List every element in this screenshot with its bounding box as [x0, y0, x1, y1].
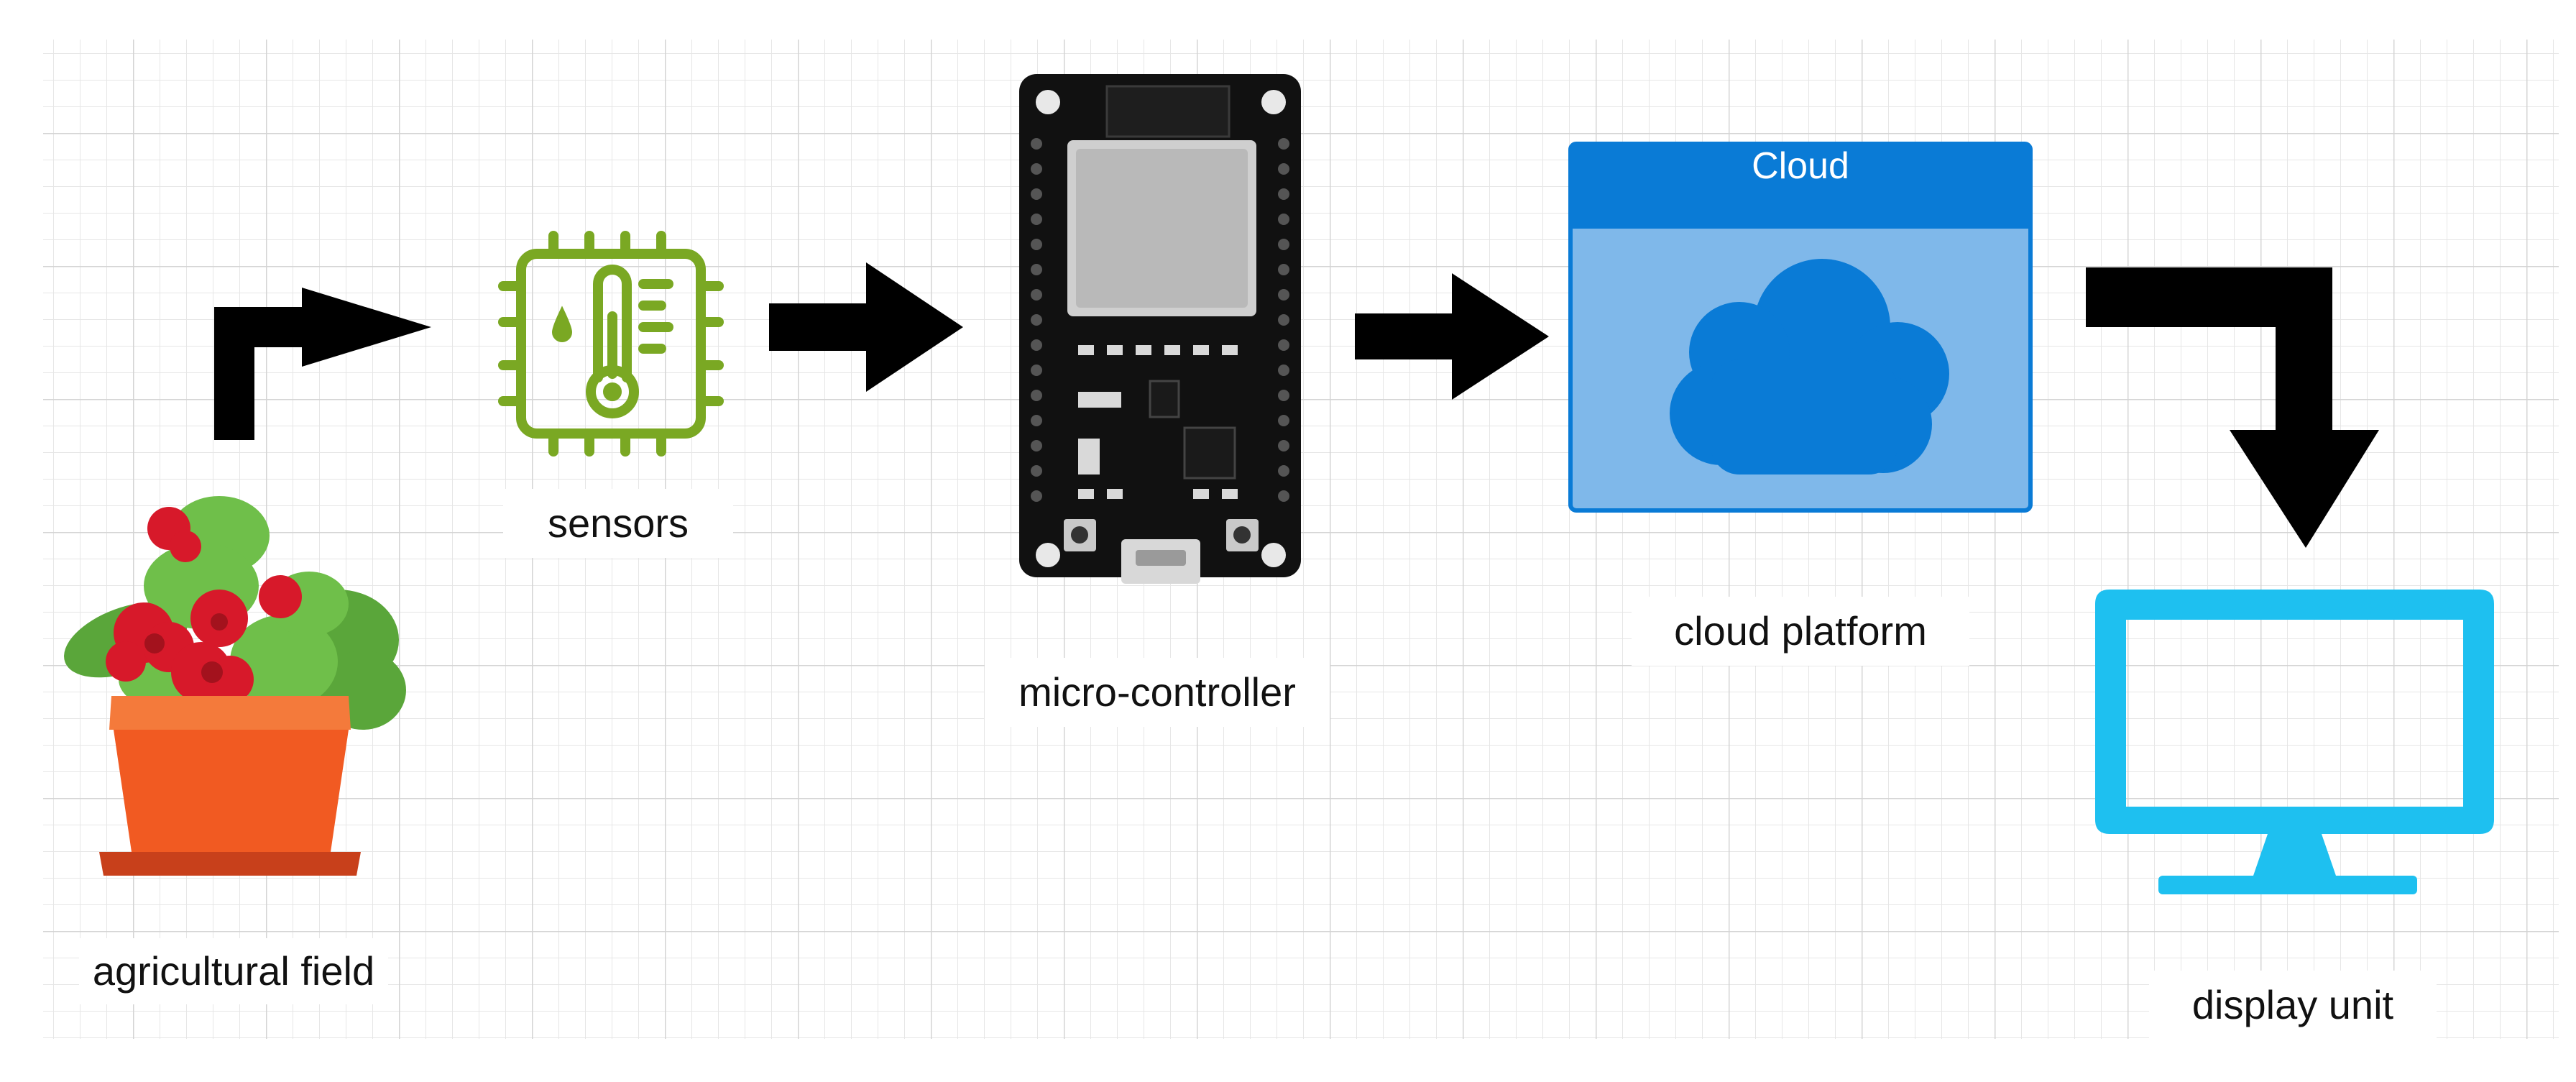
node-label-display-unit: display unit: [2149, 971, 2437, 1040]
edge-field-to-sensors: [214, 288, 431, 440]
cloud-platform-panel: Cloud: [1568, 142, 2033, 513]
bent-arrow-icon: [214, 288, 431, 440]
cloud-panel-title: Cloud: [1752, 145, 1849, 187]
edge-cloud-to-display: [2086, 267, 2379, 548]
edge-sensors-to-mcu: [769, 262, 963, 392]
node-label-sensors: sensors: [503, 489, 733, 558]
edge-mcu-to-cloud: [1355, 273, 1549, 400]
flower-pot-icon: [64, 496, 406, 876]
right-arrow-icon: [1355, 273, 1549, 400]
temperature-sensor-chip-icon: [498, 231, 724, 457]
right-arrow-icon: [769, 262, 963, 392]
node-label-micro-controller: micro-controller: [985, 658, 1330, 727]
esp32-board-icon: [1019, 74, 1301, 584]
monitor-icon: [2095, 590, 2494, 894]
bent-down-arrow-icon: [2086, 267, 2379, 548]
node-label-cloud-platform: cloud platform: [1632, 597, 1969, 666]
node-label-agricultural-field: agricultural field: [79, 938, 388, 1004]
cloud-icon: [1670, 259, 1949, 474]
